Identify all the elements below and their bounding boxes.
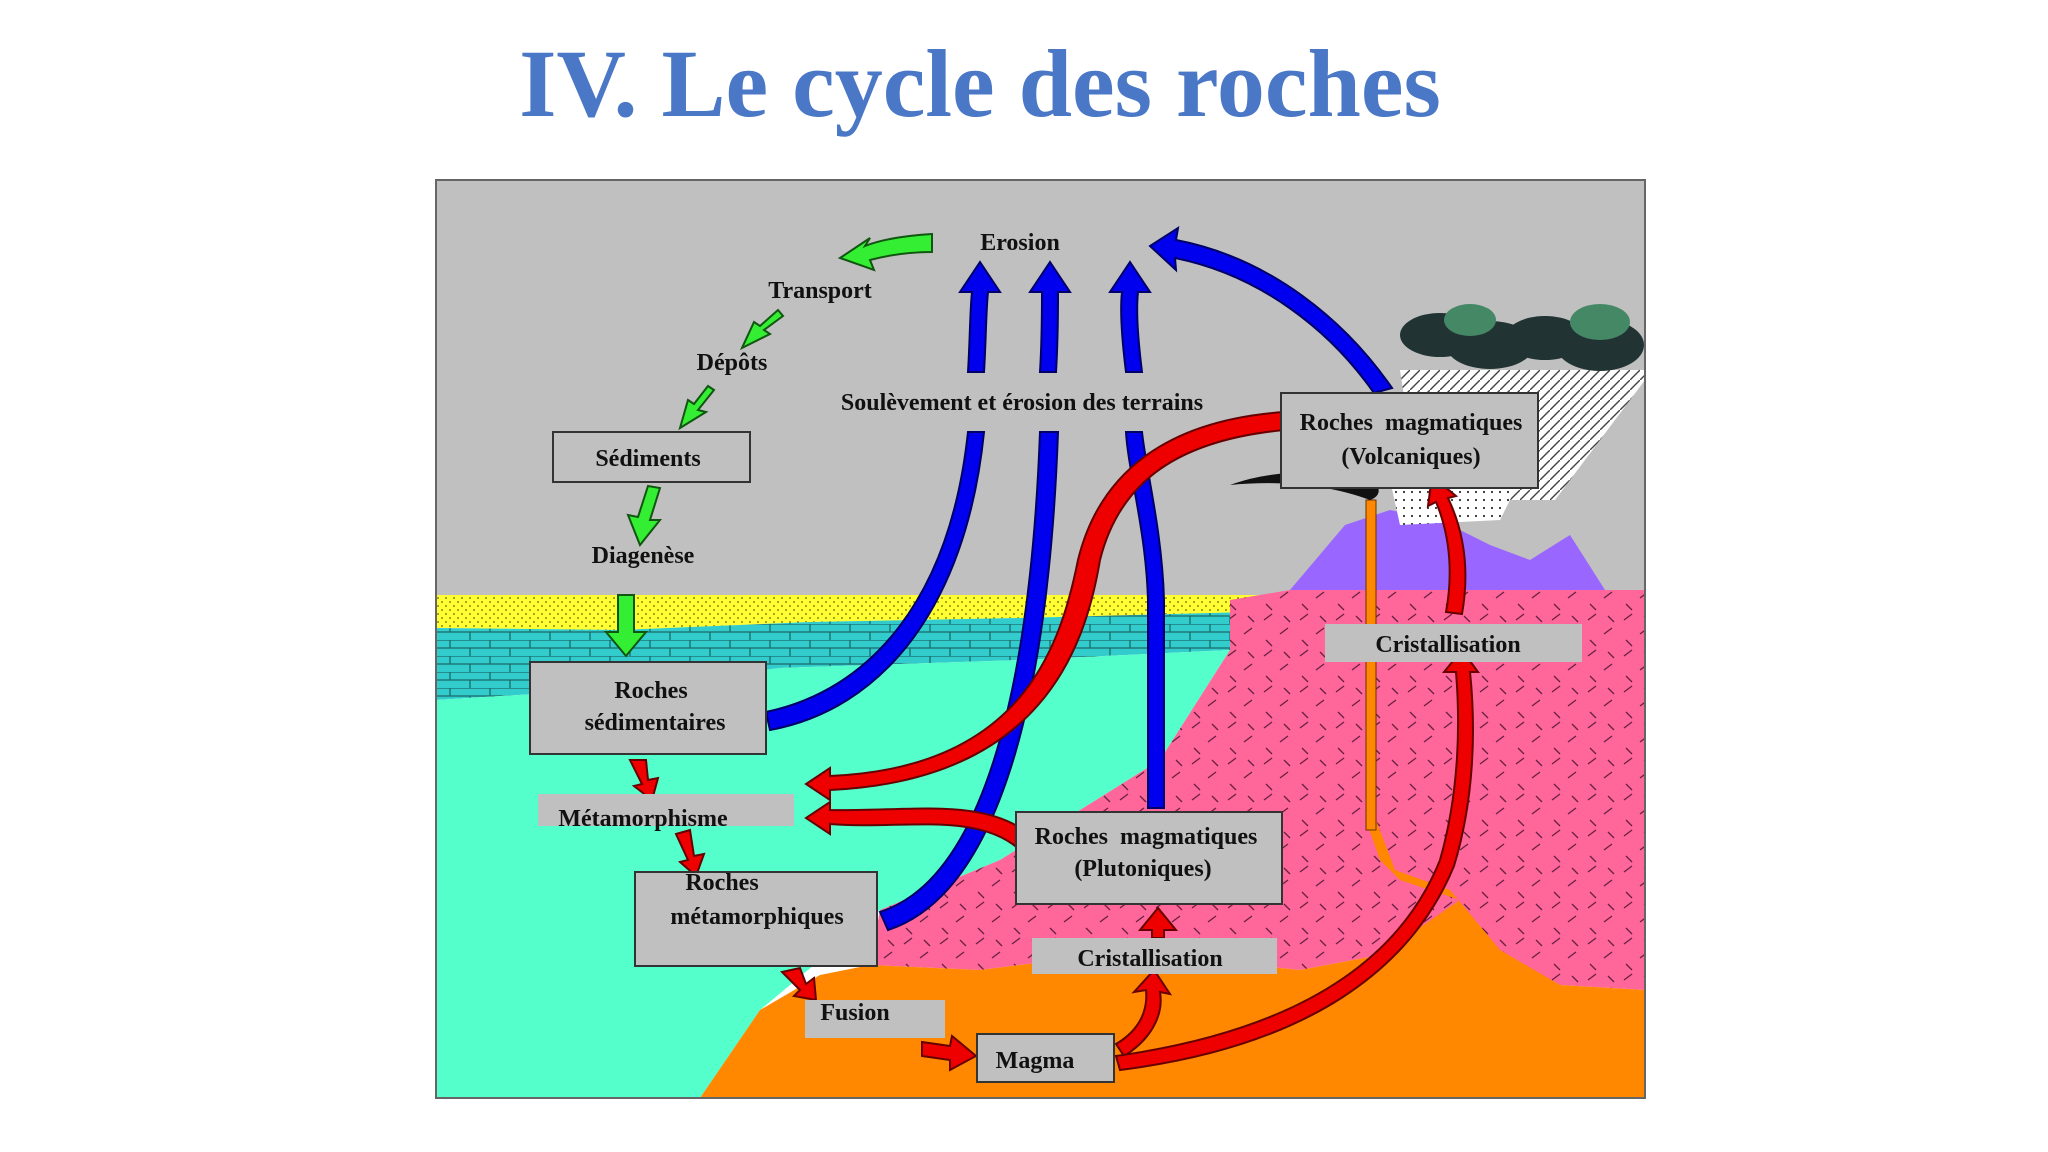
label-roches-volcaniques-2: (Volcaniques) [1341,444,1480,470]
box-metamorphisme [538,794,794,826]
arrow-diagenese-sedimentary [603,594,649,658]
magma-zone [700,520,1645,1098]
arrow-fusion-magma [921,1034,978,1072]
arrow-transport-depots [739,308,785,351]
label-cristallisation-bas: Cristallisation [1077,946,1222,972]
sand-layer [436,595,1270,630]
diagram-frame [435,179,1646,1099]
arrow-volcanic-metamorphism [804,410,1285,802]
cloud-icon [1400,304,1644,371]
box-magma [976,1033,1115,1083]
volcano-conduit [1365,499,1377,831]
arrow-metamorphism-metamorphic [674,828,706,878]
slide-title: IV. Le cycle des roches [519,30,1441,137]
arrow-cristallisation-plutonic [1137,906,1179,939]
arrow-depots-sediments [678,384,716,431]
arrow-plutonic-uplift [1124,431,1165,809]
arrow-magma-crystallisation-volcanic [1114,648,1480,1072]
arrow-magma-cristallisation [1114,968,1173,1058]
arrow-plutonic-metamorphism [804,800,1038,854]
arrow-erosion-transport [837,232,933,272]
arrow-sediments-diagenese [626,484,663,547]
box-fusion [805,1000,945,1038]
label-roches-plutoniques-2: (Plutoniques) [1074,856,1211,882]
label-roches-sedimentaires-2: sédimentaires [585,710,726,736]
arrow-cristallisation-volcanic [1426,474,1467,616]
box-cristallisation-bas [1032,938,1277,974]
label-roches-metamorphiques-1: Roches [685,870,758,896]
arrow-sedimentary-uplift [764,431,986,732]
arrow-uplift-right-top [1108,260,1152,373]
label-sediments: Sédiments [595,446,700,472]
label-magma: Magma [996,1048,1075,1074]
label-roches-volcaniques-1: Roches magmatiques [1300,410,1523,436]
label-fusion: Fusion [820,1000,889,1026]
arrow-metamorphic-uplift [878,431,1060,932]
box-roches-volcaniques [1280,392,1539,489]
box-cristallisation-haut [1325,624,1582,662]
box-sediments [552,431,751,483]
arrow-uplift-left-top [958,260,1002,373]
label-roches-sedimentaires-1: Roches [614,678,687,704]
arrow-sedimentary-metamorphism [628,759,660,802]
label-transport: Transport [768,278,872,304]
box-roches-sedimentaires [529,661,767,755]
arrow-metamorphic-fusion [780,966,818,1002]
label-depots: Dépôts [697,350,768,376]
arrow-uplift-middle-top [1028,260,1072,373]
label-erosion: Erosion [980,230,1060,256]
label-diagenese: Diagenèse [592,543,695,569]
arrow-volcanic-to-erosion [1148,225,1394,395]
box-roches-plutoniques [1015,811,1283,905]
label-cristallisation-haut: Cristallisation [1375,632,1520,658]
ash-fall [1390,480,1520,525]
box-roches-metamorphiques [634,871,878,967]
label-metamorphisme: Métamorphisme [558,806,728,832]
label-soulevement: Soulèvement et érosion des terrains [841,390,1203,416]
label-roches-plutoniques-1: Roches magmatiques [1035,824,1258,850]
label-roches-metamorphiques-2: métamorphiques [670,904,843,930]
